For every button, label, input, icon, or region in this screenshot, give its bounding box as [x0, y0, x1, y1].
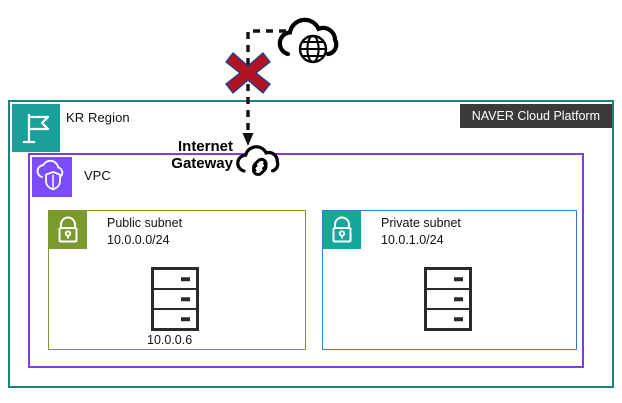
internet-gateway-cloud-link-icon	[233, 140, 285, 178]
public-subnet-cidr: 10.0.0.0/24	[107, 233, 170, 247]
public-subnet: Public subnet 10.0.0.0/24	[48, 210, 306, 350]
private-subnet-cidr: 10.0.1.0/24	[381, 233, 444, 247]
server-bay	[427, 270, 469, 290]
internet-gateway-label-line2: Gateway	[171, 155, 233, 172]
server-bay	[427, 310, 469, 328]
region-label: KR Region	[66, 110, 130, 125]
server-bay	[427, 290, 469, 310]
public-subnet-title: Public subnet	[107, 216, 183, 230]
server-bay	[154, 290, 196, 310]
internet-gateway-label: Internet Gateway	[155, 138, 233, 172]
internet-gateway-label-line1: Internet	[177, 138, 233, 155]
internet-cloud-globe-icon	[268, 8, 354, 70]
public-server-ip: 10.0.0.6	[147, 333, 193, 347]
server-bay	[154, 270, 196, 290]
lock-icon	[49, 211, 87, 249]
vpc-container	[28, 153, 584, 368]
region-container	[8, 100, 614, 388]
flag-icon	[12, 104, 60, 152]
platform-badge: NAVER Cloud Platform	[459, 104, 612, 128]
private-subnet-title: Private subnet	[381, 216, 461, 230]
server-rack-icon	[151, 267, 199, 331]
red-x-icon	[220, 45, 276, 101]
server-bay	[154, 310, 196, 328]
lock-icon	[323, 211, 361, 249]
vpc-label: VPC	[84, 168, 111, 183]
server-rack-icon	[424, 267, 472, 331]
vpc-cloud-shield-icon	[32, 157, 72, 197]
